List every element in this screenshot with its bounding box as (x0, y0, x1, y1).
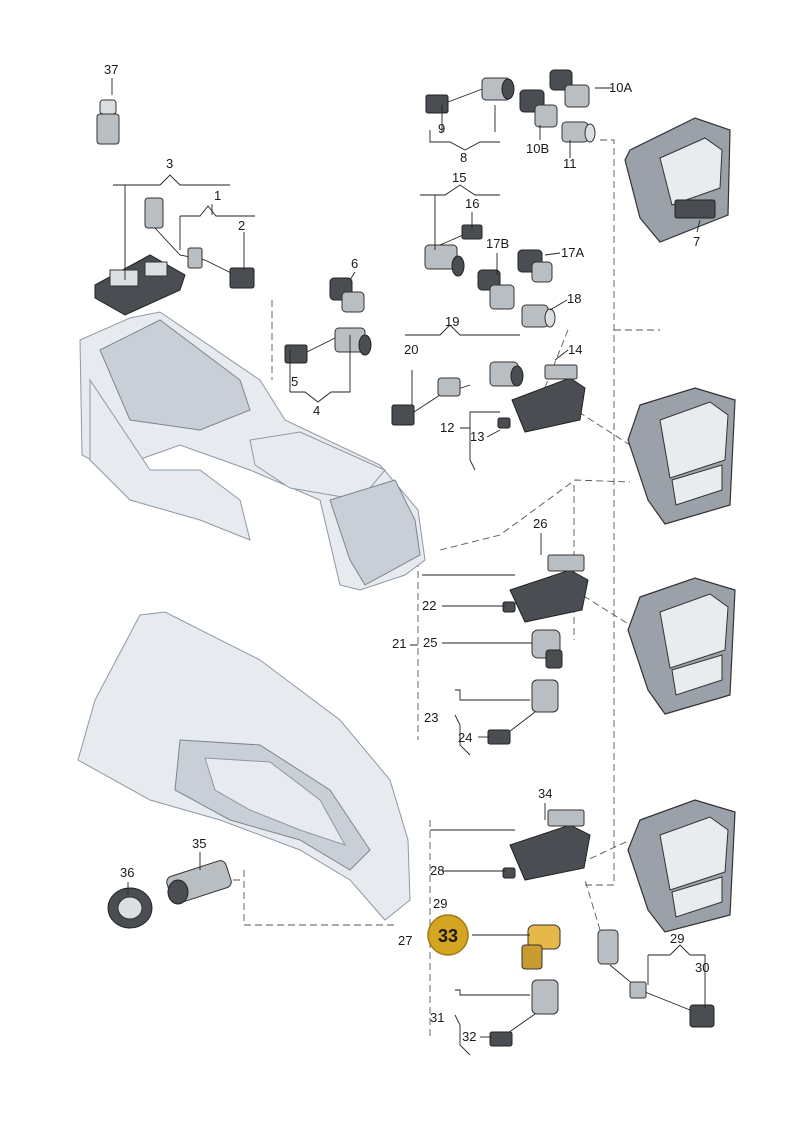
callout-29-right: 29 (670, 931, 684, 946)
bezel-middle (627, 577, 736, 715)
callout-37: 37 (104, 62, 118, 77)
callout-18: 18 (567, 291, 581, 306)
part-31-32-socket (489, 979, 559, 1047)
highlight-circle[interactable] (427, 914, 469, 956)
callout-14: 14 (568, 342, 582, 357)
highlight-callout-33[interactable]: 33 (427, 914, 469, 956)
callout-8: 8 (460, 150, 467, 165)
callout-33: 33 (438, 926, 458, 946)
callout-27: 27 (398, 933, 412, 948)
part-17-18-sockets (477, 249, 556, 328)
part-27-holder (502, 809, 591, 881)
callout-28: 28 (430, 863, 444, 878)
callout-10A: 10A (609, 80, 632, 95)
part-6-5-wiring (284, 277, 372, 364)
part-33-highlighted-socket (521, 924, 561, 970)
part-12-holder (497, 364, 586, 433)
callout-31: 31 (430, 1010, 444, 1025)
callout-6: 6 (351, 256, 358, 271)
part-21-holder (502, 554, 589, 623)
callout-36: 36 (120, 865, 134, 880)
callout-3: 3 (166, 156, 173, 171)
callout-labels: 37 3 1 2 9 8 10A 10B 11 7 15 16 17B 17A … (104, 62, 709, 1044)
callout-4: 4 (313, 403, 320, 418)
part-10-sockets (519, 69, 596, 143)
callout-24: 24 (458, 730, 472, 745)
callout-32: 32 (462, 1029, 476, 1044)
part-9-8-wiring (425, 77, 515, 114)
callout-30: 30 (695, 960, 709, 975)
callout-29-left: 29 (433, 896, 447, 911)
callout-1: 1 (214, 188, 221, 203)
callout-21: 21 (392, 636, 406, 651)
center-console-trim (79, 311, 426, 591)
callout-22: 22 (422, 598, 436, 613)
part-19-20-wiring (391, 361, 524, 426)
part-25-23-24-socket (487, 629, 563, 745)
callout-34: 34 (538, 786, 552, 801)
callout-15: 15 (452, 170, 466, 185)
dashed-guides (200, 139, 660, 1040)
callout-13: 13 (470, 429, 484, 444)
leader-lines (111, 78, 706, 1056)
callout-17A: 17A (561, 245, 584, 260)
callout-23: 23 (424, 710, 438, 725)
callout-11: 11 (563, 156, 577, 171)
callout-35: 35 (192, 836, 206, 851)
callout-2: 2 (238, 218, 245, 233)
part-37-socket-plug (96, 99, 120, 145)
callout-17B: 17B (486, 236, 509, 251)
callout-19: 19 (445, 314, 459, 329)
callout-16: 16 (465, 196, 479, 211)
bezel-7 (624, 117, 731, 243)
part-3-holder-assembly (94, 197, 255, 316)
part-15-16-wiring (424, 224, 483, 277)
bezel-lower (627, 799, 736, 933)
callout-26: 26 (533, 516, 547, 531)
bezel-upper (627, 387, 736, 525)
callout-7: 7 (693, 234, 700, 249)
callout-20: 20 (404, 342, 418, 357)
callout-10B: 10B (526, 141, 549, 156)
callout-25: 25 (423, 635, 437, 650)
callout-12: 12 (440, 420, 454, 435)
callout-9: 9 (438, 121, 445, 136)
part-29-30-wiring (597, 929, 715, 1028)
part-35-36-sockets (107, 860, 232, 929)
callout-5: 5 (291, 374, 298, 389)
side-trim-panel (77, 611, 411, 921)
